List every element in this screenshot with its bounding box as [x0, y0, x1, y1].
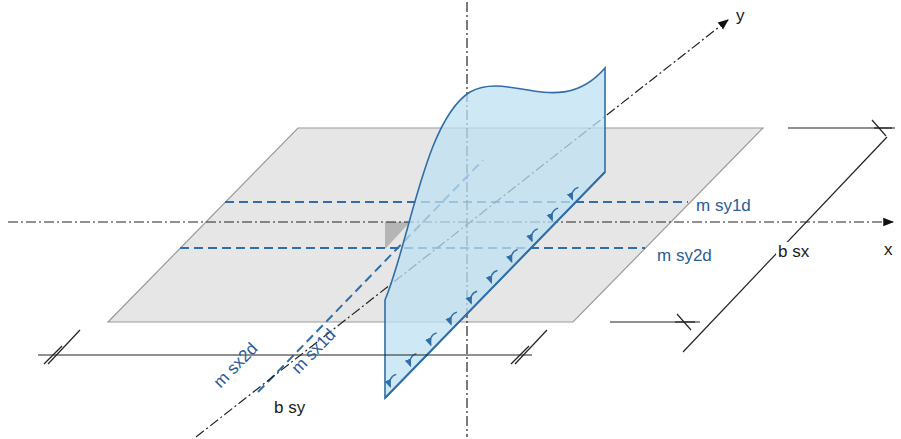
y-axis — [196, 20, 728, 437]
moment-label: m sx1d — [286, 324, 341, 379]
moment-arrow — [471, 291, 478, 303]
strip-line — [385, 172, 605, 398]
dimension-label: b sx — [776, 242, 811, 261]
moment-arrows — [390, 187, 579, 386]
moment-label: m sx2d — [208, 338, 263, 393]
moment-arrow — [491, 270, 498, 282]
dimension-bsx — [610, 120, 895, 352]
moment-label: m sy1d — [694, 196, 753, 215]
moment-distribution — [385, 68, 605, 398]
moment-label: m sy2d — [655, 246, 714, 265]
moment-arrow — [511, 250, 518, 262]
moment-arrow — [551, 208, 558, 220]
moment-arrow — [430, 333, 437, 345]
moment-arrow — [390, 374, 397, 386]
dimension-label: b sy — [272, 398, 307, 417]
moment-arrow — [572, 187, 579, 199]
axis-label: y — [734, 6, 747, 25]
axis-label: x — [882, 240, 895, 259]
moment-arrow — [531, 229, 538, 241]
moment-arrow — [450, 312, 457, 324]
